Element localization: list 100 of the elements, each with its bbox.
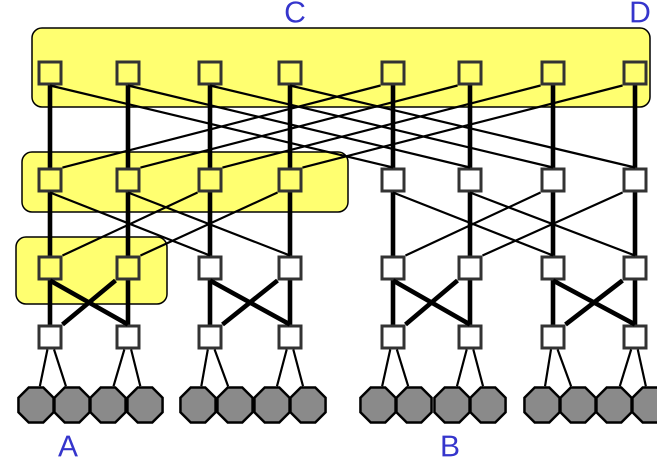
host-node	[523, 386, 561, 424]
link-line	[292, 349, 304, 386]
switch-box	[198, 256, 222, 280]
link-line	[48, 192, 52, 256]
letter-label: B	[442, 436, 458, 456]
link-line	[632, 86, 638, 168]
link-line	[550, 192, 556, 256]
switch-box	[540, 60, 566, 86]
link-line	[61, 278, 117, 326]
switch-box	[278, 256, 302, 280]
link-line	[390, 86, 396, 168]
switch-box	[278, 60, 302, 86]
link-line	[396, 349, 410, 387]
switch-box	[540, 168, 566, 192]
switch-box	[116, 256, 140, 280]
switch-box	[198, 60, 222, 86]
switch-box	[540, 324, 566, 350]
link-line	[404, 278, 459, 326]
link-line	[208, 280, 212, 324]
host-node	[395, 386, 433, 424]
link-line	[468, 192, 472, 256]
link-line	[288, 192, 292, 256]
link-line	[208, 192, 212, 256]
switch-box	[116, 324, 140, 350]
link-line	[550, 280, 556, 324]
link-line	[112, 349, 126, 387]
switch-box	[116, 60, 140, 86]
link-line	[126, 86, 130, 168]
letter-label: C	[286, 1, 305, 23]
link-line	[62, 192, 198, 256]
link-line	[53, 349, 67, 387]
host-node	[595, 386, 633, 424]
link-line	[468, 280, 472, 324]
link-line	[456, 349, 468, 386]
switch-box	[380, 168, 406, 192]
host-node	[253, 386, 291, 424]
link-line	[48, 280, 52, 324]
link-line	[552, 278, 636, 327]
host-node	[469, 386, 507, 424]
switch-box	[38, 324, 62, 350]
link-line	[482, 192, 623, 256]
switch-box	[540, 256, 566, 280]
link-line	[472, 349, 484, 386]
link-line	[288, 280, 292, 324]
switch-box	[622, 168, 648, 192]
switch-box	[622, 256, 648, 280]
host-node	[216, 386, 254, 424]
link-line	[208, 86, 212, 168]
switch-box	[380, 60, 406, 86]
host-node	[126, 386, 164, 424]
switch-box	[458, 324, 482, 350]
link-line	[544, 349, 552, 386]
host-node	[289, 386, 327, 424]
host-node	[17, 386, 55, 424]
link-line	[381, 349, 392, 386]
switch-box	[458, 168, 482, 192]
link-line	[392, 278, 472, 326]
switch-box	[622, 60, 648, 86]
letter-label: A	[58, 436, 78, 456]
host-node	[559, 386, 597, 424]
letter-label: D	[632, 2, 650, 22]
switch-box	[278, 168, 302, 192]
link-line	[392, 191, 554, 257]
link-line	[130, 349, 142, 386]
link-line	[390, 280, 396, 324]
switch-box	[116, 168, 140, 192]
switch-box	[380, 256, 406, 280]
switch-box	[38, 168, 62, 192]
link-line	[221, 278, 279, 326]
link-line	[636, 349, 647, 386]
switch-box	[458, 256, 482, 280]
link-line	[38, 349, 48, 386]
link-line	[288, 86, 292, 168]
link-line	[564, 278, 624, 326]
host-node	[179, 386, 217, 424]
switch-box	[380, 324, 406, 350]
link-line	[556, 349, 572, 387]
link-line	[126, 280, 130, 324]
switch-box	[458, 60, 482, 86]
link-line	[470, 191, 636, 257]
host-node	[433, 386, 471, 424]
switch-box	[38, 256, 62, 280]
link-line	[632, 280, 638, 324]
switch-box	[198, 168, 222, 192]
link-line	[48, 86, 52, 168]
link-line	[214, 349, 230, 387]
switch-box	[622, 324, 648, 350]
switch-box	[38, 60, 62, 86]
host-node	[359, 386, 397, 424]
link-line	[468, 86, 472, 168]
link-line	[50, 191, 210, 257]
link-line	[632, 192, 638, 256]
switch-box	[278, 324, 302, 350]
link-line	[405, 192, 541, 256]
link-line	[550, 86, 556, 168]
link-line	[48, 278, 130, 326]
host-node	[53, 386, 91, 424]
link-line	[276, 349, 288, 386]
link-line	[200, 349, 209, 386]
link-line	[618, 349, 632, 387]
